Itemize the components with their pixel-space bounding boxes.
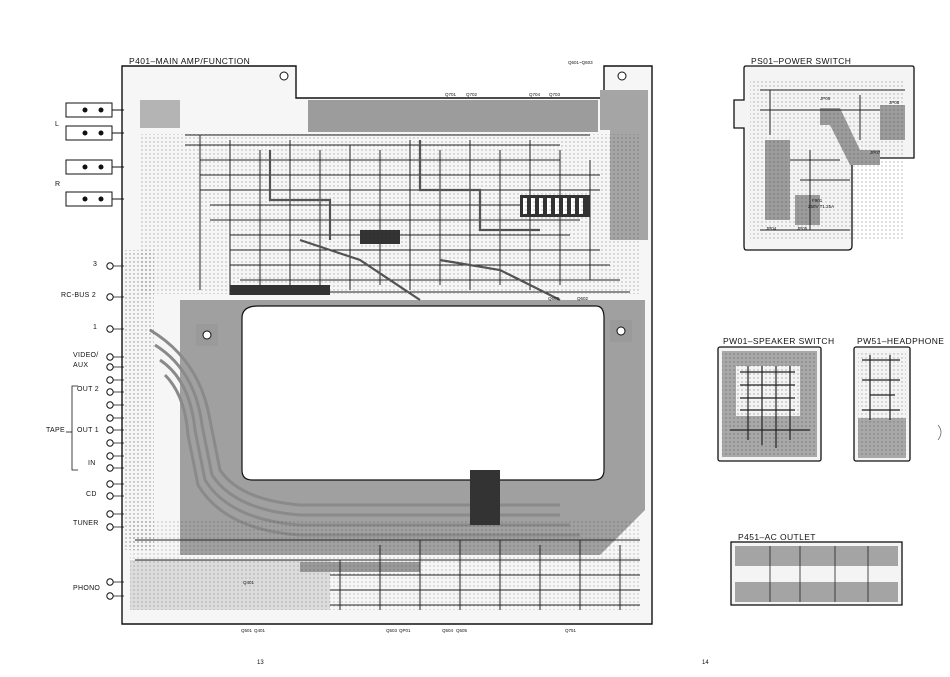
jumper-label: JP04 bbox=[766, 226, 777, 231]
cd-label: CD bbox=[86, 491, 97, 498]
center-cutout bbox=[241, 305, 605, 481]
jumper-label: JP05 bbox=[797, 226, 808, 231]
right-channel-label: R bbox=[55, 181, 61, 188]
transistor-label: Q704 bbox=[529, 92, 541, 97]
video-aux-label: VIDEO/ bbox=[73, 352, 99, 359]
headphone-title: PW51–HEADPHONE bbox=[857, 336, 945, 346]
video-aux-label: AUX bbox=[73, 362, 89, 369]
jumper-label: JP07 bbox=[870, 150, 881, 155]
tape-out1-label: OUT 1 bbox=[77, 427, 99, 434]
page-number-left: 13 bbox=[257, 660, 264, 666]
power-switch-title: PS01–POWER SWITCH bbox=[751, 56, 852, 66]
transistor-label: Q601~Q603 bbox=[568, 60, 593, 65]
tape-in-label: IN bbox=[88, 460, 96, 467]
ac-outlet-title: P451–AC OUTLET bbox=[738, 532, 816, 542]
jumper-label: JP09 bbox=[820, 96, 831, 101]
copper-ground-plane-top bbox=[308, 100, 598, 132]
fuse-rating-label: 250V T1.25A bbox=[808, 204, 835, 209]
fuse-label: F901 bbox=[812, 198, 823, 203]
speaker-switch-title: PW01–SPEAKER SWITCH bbox=[723, 336, 835, 346]
tuner-label: TUNER bbox=[73, 520, 99, 527]
transistor-label: Q503 bbox=[386, 628, 398, 633]
transistor-label: Q501 bbox=[241, 628, 253, 633]
transistor-label: Q401 bbox=[254, 628, 266, 633]
rc-3-label: 3 bbox=[93, 261, 98, 268]
transistor-label: Q751 bbox=[565, 628, 577, 633]
left-channel-label: L bbox=[55, 121, 60, 128]
transistor-label: Q703 bbox=[549, 92, 561, 97]
tape-out2-label: OUT 2 bbox=[77, 386, 99, 393]
rc-bus-label: RC-BUS 2 bbox=[61, 292, 97, 299]
transistor-label: QP01 bbox=[399, 628, 411, 633]
jumper-label: JP08 bbox=[889, 100, 900, 105]
transistor-label: Q504 bbox=[442, 628, 454, 633]
transistor-label: Q505 bbox=[456, 628, 468, 633]
transistor-label: Q602 bbox=[577, 296, 589, 301]
main-board-title: P401–MAIN AMP/FUNCTION bbox=[129, 56, 251, 66]
input-jack-pins bbox=[106, 262, 114, 600]
transistor-label: Q401 bbox=[243, 580, 255, 585]
page-number-right: 14 bbox=[702, 660, 709, 666]
mounting-holes bbox=[196, 71, 632, 346]
phono-label: PHONO bbox=[73, 585, 101, 592]
transistor-label: Q701 bbox=[445, 92, 457, 97]
tape-label: TAPE bbox=[46, 427, 65, 434]
rc-1-label: 1 bbox=[93, 324, 98, 331]
transistor-label: Q702 bbox=[466, 92, 478, 97]
transistor-label: Q603 bbox=[548, 296, 560, 301]
rca-jacks-top bbox=[65, 102, 113, 207]
